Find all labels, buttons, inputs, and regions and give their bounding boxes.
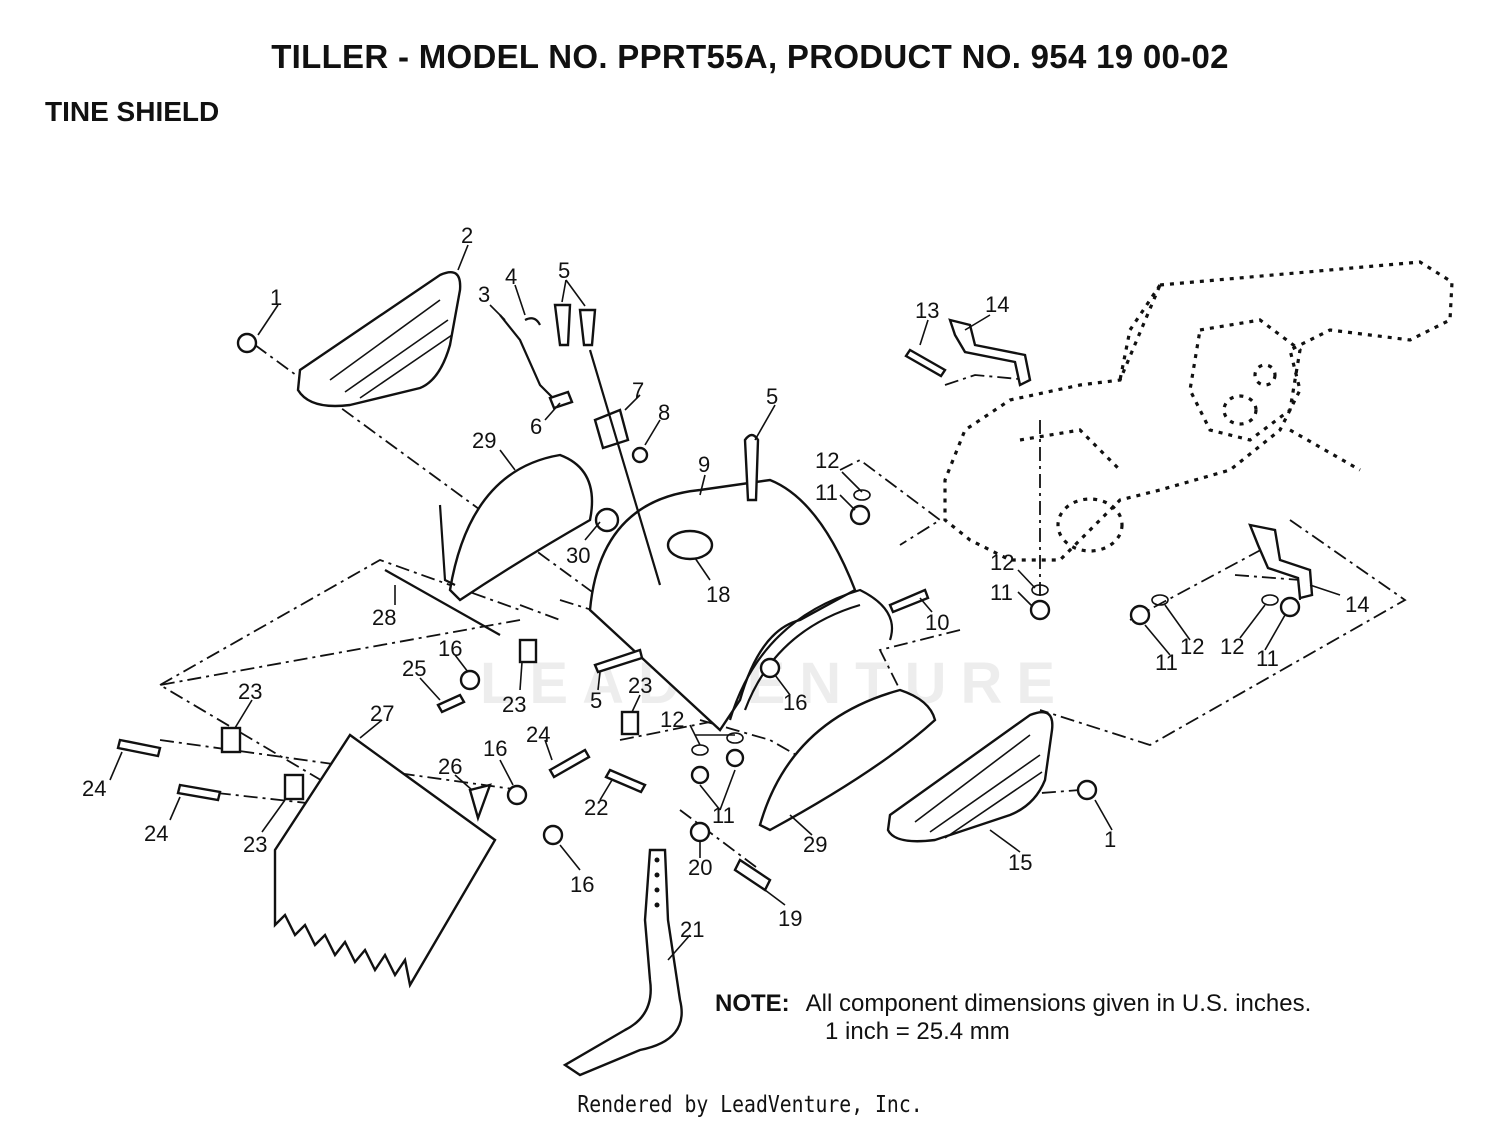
callout-29: 29 xyxy=(472,428,496,453)
note-line-1: All component dimensions given in U.S. i… xyxy=(805,990,1312,1017)
callout-11: 11 xyxy=(990,580,1013,605)
page-title: TILLER - MODEL NO. PPRT55A, PRODUCT NO. … xyxy=(271,38,1229,75)
callout-23: 23 xyxy=(243,832,267,857)
callout-labels: 1 2 3 4 5 6 7 8 29 9 5 12 11 13 14 30 18… xyxy=(82,223,1369,942)
callout-11: 11 xyxy=(815,480,838,505)
callout-5: 5 xyxy=(766,384,778,409)
note-label: NOTE: xyxy=(715,990,790,1017)
callout-13: 13 xyxy=(915,298,939,323)
shield-flap-27 xyxy=(273,733,497,989)
callout-23: 23 xyxy=(238,679,262,704)
callout-20: 20 xyxy=(688,855,712,880)
callout-16: 16 xyxy=(438,636,462,661)
tine-shield-9 xyxy=(588,478,894,732)
callout-29: 29 xyxy=(803,832,827,857)
side-shield-2 xyxy=(296,270,462,408)
callout-9: 9 xyxy=(698,452,710,477)
side-shield-15 xyxy=(886,710,1054,843)
callout-23: 23 xyxy=(502,692,526,717)
callout-16: 16 xyxy=(570,872,594,897)
callout-4: 4 xyxy=(505,264,517,289)
callout-3: 3 xyxy=(478,282,490,307)
callout-21: 21 xyxy=(680,917,704,942)
callout-1: 1 xyxy=(1104,827,1116,852)
note-line-2: 1 inch = 25.4 mm xyxy=(825,1018,1010,1045)
callout-24: 24 xyxy=(526,722,550,747)
dimension-note: NOTE: All component dimensions given in U… xyxy=(715,990,1311,1046)
callout-12: 12 xyxy=(815,448,839,473)
callout-11: 11 xyxy=(1155,650,1178,675)
callout-30: 30 xyxy=(566,543,590,568)
callout-1: 1 xyxy=(270,285,282,310)
callout-23: 23 xyxy=(628,673,652,698)
callout-6: 6 xyxy=(530,414,542,439)
callout-12: 12 xyxy=(1180,634,1204,659)
callout-11: 11 xyxy=(712,803,735,828)
flap-29-left xyxy=(438,453,594,602)
callout-25: 25 xyxy=(402,656,426,681)
callout-7: 7 xyxy=(632,378,644,403)
callout-19: 19 xyxy=(778,906,802,931)
callout-24: 24 xyxy=(82,776,106,801)
callout-14: 14 xyxy=(1345,592,1369,617)
callout-16: 16 xyxy=(783,690,807,715)
callout-8: 8 xyxy=(658,400,670,425)
callout-5: 5 xyxy=(590,688,602,713)
callout-12: 12 xyxy=(990,550,1014,575)
section-subtitle: TINE SHIELD xyxy=(45,96,220,127)
depth-bar-21 xyxy=(562,848,683,1077)
callout-12: 12 xyxy=(660,707,684,732)
callout-10: 10 xyxy=(925,610,949,635)
callout-27: 27 xyxy=(370,701,394,726)
callout-16: 16 xyxy=(483,736,507,761)
bracket-14-top xyxy=(948,318,1032,387)
callout-5: 5 xyxy=(558,258,570,283)
footer-credit: Rendered by LeadVenture, Inc. xyxy=(577,1092,923,1118)
callout-15: 15 xyxy=(1008,850,1032,875)
bracket-14-bottom xyxy=(1248,523,1314,600)
callout-2: 2 xyxy=(461,223,473,248)
tiller-frame-outline xyxy=(943,260,1454,562)
callout-28: 28 xyxy=(372,605,396,630)
callout-26: 26 xyxy=(438,754,462,779)
hardware xyxy=(116,303,1301,892)
callout-14: 14 xyxy=(985,292,1009,317)
callout-22: 22 xyxy=(584,795,608,820)
callout-11: 11 xyxy=(1256,646,1279,671)
callout-12: 12 xyxy=(1220,634,1244,659)
flap-29-right xyxy=(758,688,937,832)
callout-24: 24 xyxy=(144,821,168,846)
callout-leaders xyxy=(109,244,1341,961)
callout-18: 18 xyxy=(706,582,730,607)
